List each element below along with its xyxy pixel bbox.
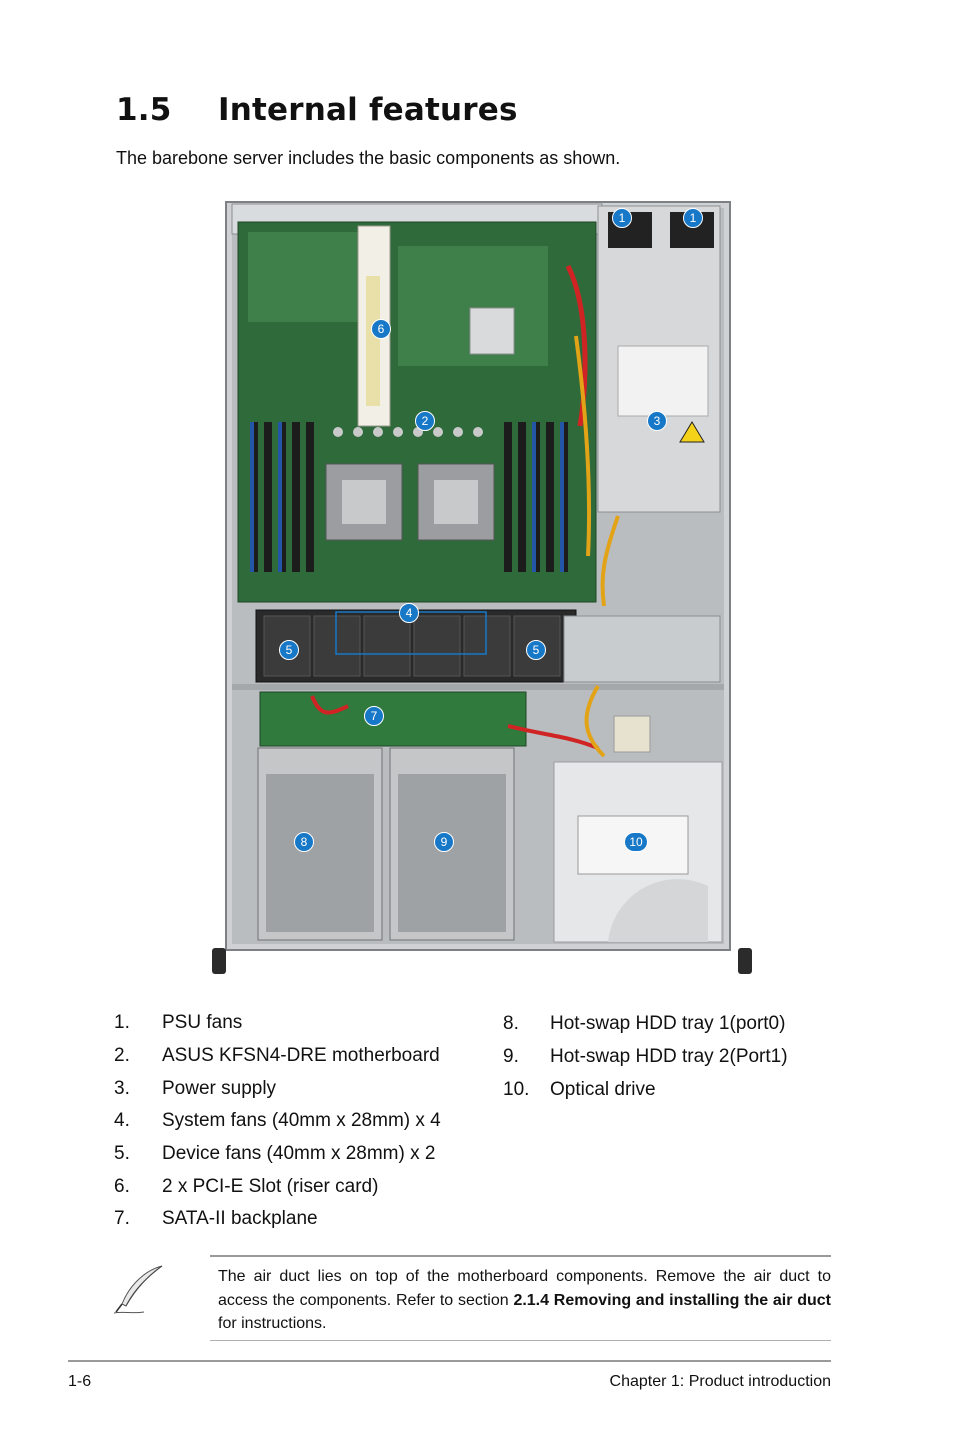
section-heading: 1.5 Internal features <box>116 92 518 128</box>
callout-2: 2 <box>415 411 435 431</box>
page-number: 1-6 <box>68 1373 92 1390</box>
callout-10: 10 <box>624 832 648 852</box>
callout-8: 8 <box>294 832 314 852</box>
intro-text: The barebone server includes the basic c… <box>116 148 621 168</box>
server-illustration <box>212 201 752 974</box>
list-item: 6.2 x PCI-E Slot (riser card) <box>114 1175 379 1197</box>
list-item: 7.SATA-II backplane <box>114 1208 318 1230</box>
callout-7: 7 <box>364 706 384 726</box>
server-internal-photo: 1 1 2 3 4 5 5 6 7 8 9 10 <box>208 196 756 980</box>
list-item: 9.Hot-swap HDD tray 2(Port1) <box>503 1046 788 1068</box>
note-text: The air duct lies on top of the motherbo… <box>218 1268 831 1332</box>
note-box: The air duct lies on top of the motherbo… <box>210 1255 831 1341</box>
callout-4: 4 <box>399 603 419 623</box>
section-number: 1.5 <box>116 92 172 128</box>
callout-3: 3 <box>647 411 667 431</box>
callout-1a: 1 <box>612 208 632 228</box>
list-item: 5.Device fans (40mm x 28mm) x 2 <box>114 1143 436 1165</box>
quill-pen-icon <box>113 1265 163 1314</box>
list-item: 10.Optical drive <box>503 1078 656 1100</box>
list-item: 4.System fans (40mm x 28mm) x 4 <box>114 1110 441 1132</box>
component-list-left: 1.PSU fans 2.ASUS KFSN4-DRE motherboard … <box>114 1007 441 1236</box>
callout-1b: 1 <box>683 208 703 228</box>
footer-divider <box>68 1360 831 1362</box>
list-item: 8.Hot-swap HDD tray 1(port0) <box>503 1013 786 1035</box>
list-item: 1.PSU fans <box>114 1012 243 1034</box>
section-title: Internal features <box>218 92 518 128</box>
chapter-title: Chapter 1: Product introduction <box>609 1373 831 1390</box>
callout-6: 6 <box>371 319 391 339</box>
note-section-reference: 2.1.4 Removing and installing the air du… <box>513 1291 831 1309</box>
callout-5a: 5 <box>279 640 299 660</box>
list-item: 2.ASUS KFSN4-DRE motherboard <box>114 1045 440 1067</box>
list-item: 3.Power supply <box>114 1077 277 1099</box>
callout-5b: 5 <box>526 640 546 660</box>
callout-9: 9 <box>434 832 454 852</box>
component-list-right: 8.Hot-swap HDD tray 1(port0) 9.Hot-swap … <box>503 1008 788 1106</box>
